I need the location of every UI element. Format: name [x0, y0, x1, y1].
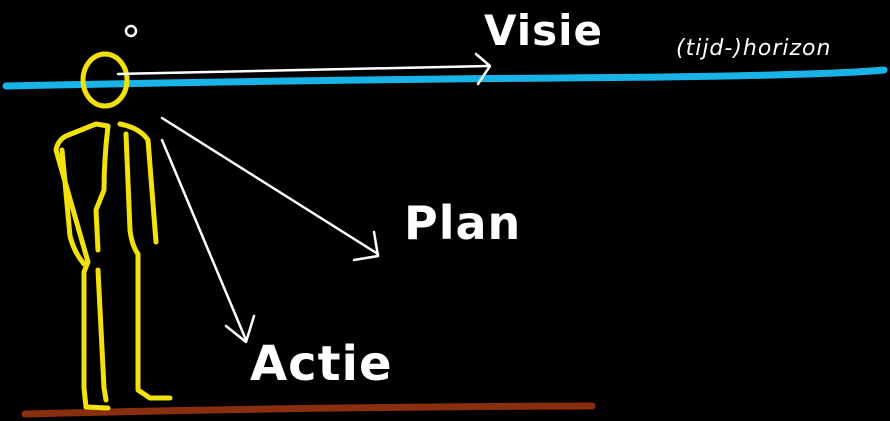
label-horizon: (tijd-)horizon [676, 36, 832, 61]
arrow-to-plan [160, 116, 380, 262]
label-actie: Actie [250, 336, 393, 392]
label-visie: Visie [484, 6, 604, 55]
thought-bubble [124, 24, 138, 38]
ground-line [21, 402, 596, 418]
arrow-to-actie [160, 138, 256, 344]
figure-head [80, 51, 130, 109]
label-plan: Plan [404, 196, 522, 250]
horizon-line [2, 66, 888, 90]
stick-figure [53, 121, 173, 411]
arrow-to-visie [116, 52, 492, 86]
